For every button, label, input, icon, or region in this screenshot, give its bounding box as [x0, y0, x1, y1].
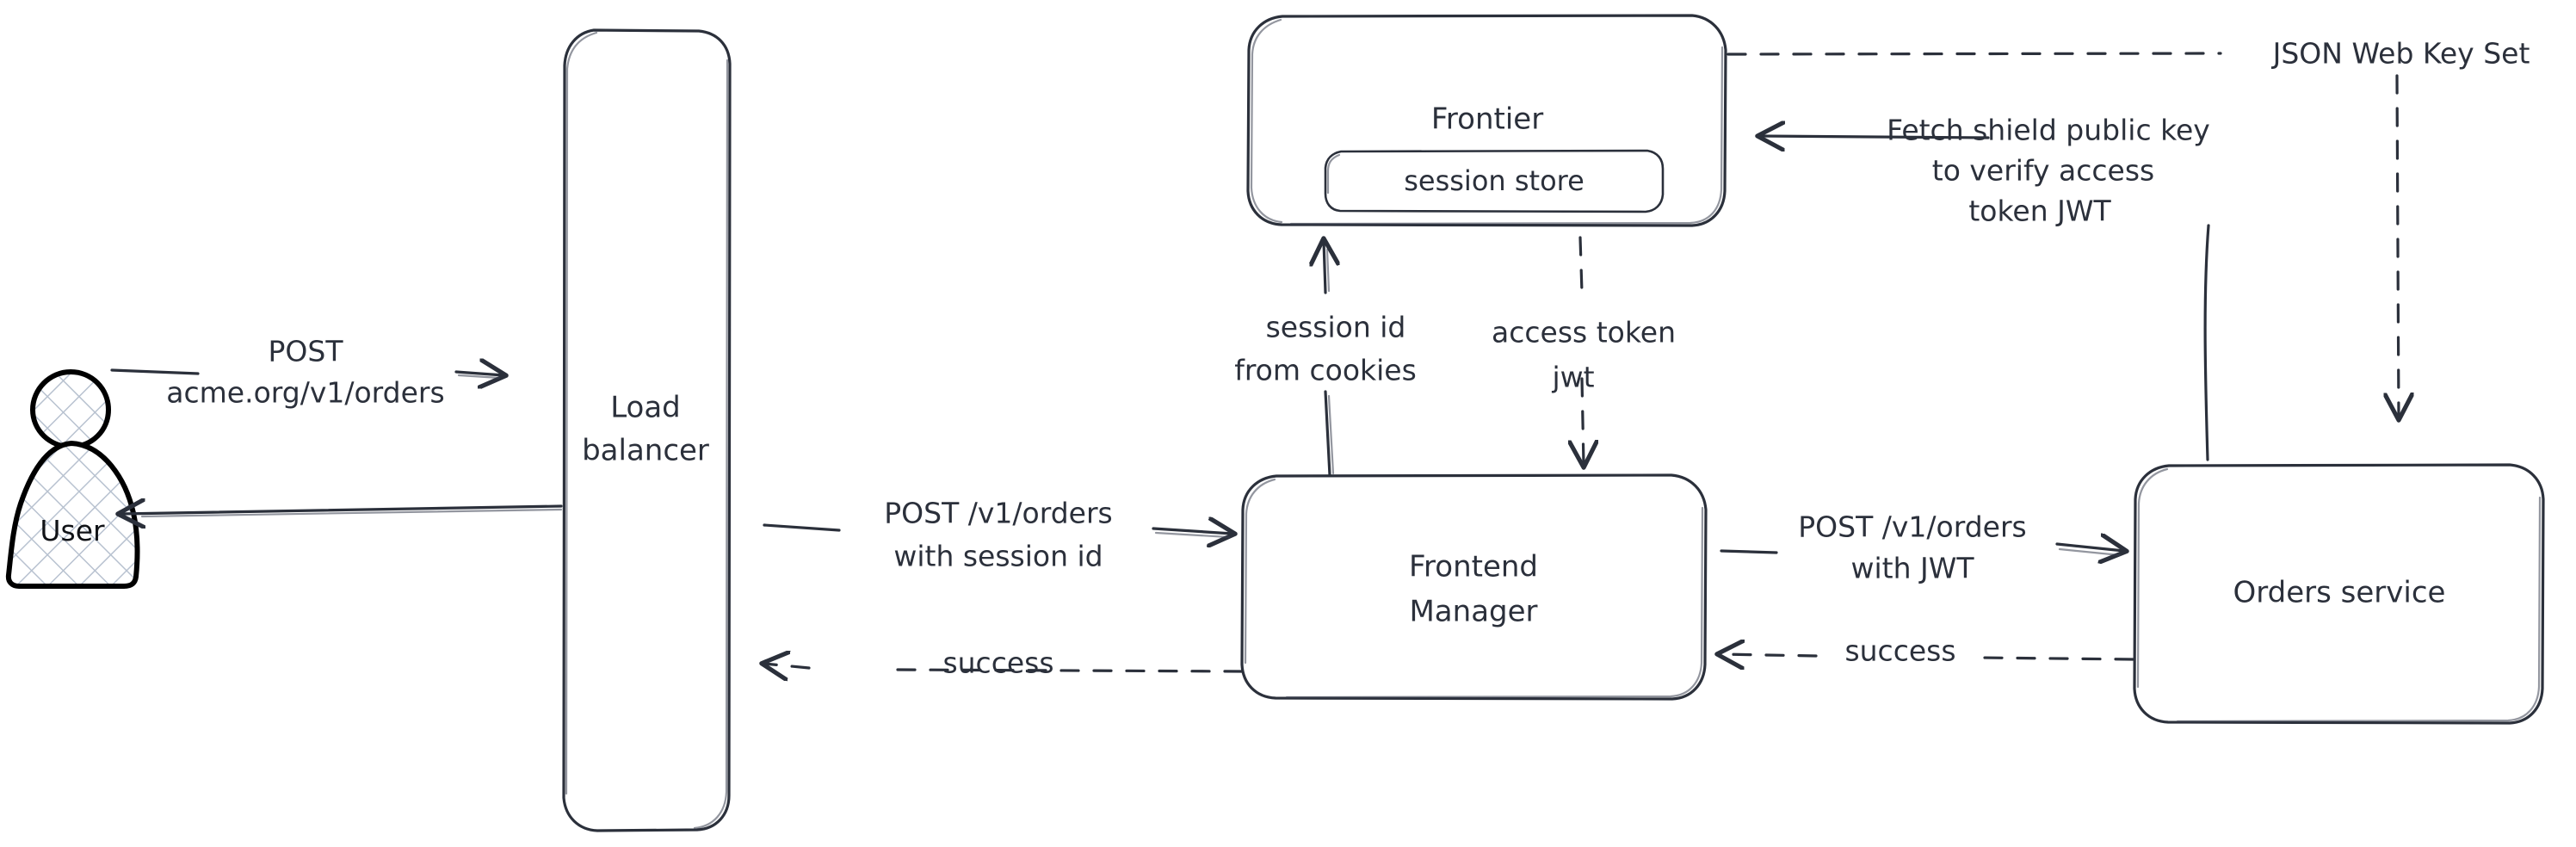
edge-user-lb-label-line2: acme.org/v1/orders: [166, 376, 444, 410]
load-balancer-label-line1: Load: [610, 391, 681, 425]
edge-frontier-fm-label-line2: jwt: [1551, 361, 1594, 394]
edge-frontier-to-orders-jwks: JSON Web Key Set: [1727, 37, 2530, 418]
user-actor: User: [5, 368, 140, 589]
edge-user-lb-label-line1: POST: [269, 335, 344, 368]
node-orders-service[interactable]: Orders service: [2133, 463, 2545, 725]
edge-fm-orders-label-line2: with JWT: [1850, 552, 1974, 585]
edge-frontier-fm-label-line1: access token: [1492, 316, 1676, 349]
edge-fetch-label-line2: to verify access: [1932, 154, 2154, 188]
edge-lb-to-frontend-manager: POST /v1/orders with session id: [763, 497, 1232, 573]
node-frontier[interactable]: Frontier session store: [1246, 14, 1727, 227]
person-icon: [5, 368, 140, 589]
edge-frontend-manager-to-orders: POST /v1/orders with JWT: [1720, 510, 2124, 585]
frontend-manager-label-line2: Manager: [1409, 595, 1537, 629]
edge-fm-lb-success-label: success: [942, 646, 1053, 680]
node-load-balancer[interactable]: Load balancer: [562, 28, 732, 832]
node-frontend-manager[interactable]: Frontend Manager: [1240, 473, 1708, 701]
edge-fm-frontier-label-line1: session id: [1266, 311, 1406, 344]
frontier-label: Frontier: [1431, 102, 1543, 137]
edge-frontier-to-fm: access token jwt: [1492, 236, 1676, 465]
session-store-label: session store: [1404, 164, 1585, 197]
node-session-store[interactable]: session store: [1324, 149, 1665, 213]
frontend-manager-label-line1: Frontend: [1409, 550, 1538, 584]
edge-fm-to-frontier: session id from cookies: [1234, 241, 1417, 477]
edge-user-to-load-balancer: POST acme.org/v1/orders: [110, 335, 503, 410]
load-balancer-label-line2: balancer: [582, 434, 709, 468]
edge-load-balancer-to-user: [120, 506, 563, 516]
user-label: User: [40, 514, 105, 547]
edge-orders-fm-success-label: success: [1844, 634, 1955, 668]
orders-service-label: Orders service: [2233, 576, 2446, 610]
edge-lb-fm-label-line2: with session id: [893, 540, 1103, 573]
edge-fm-orders-label-line1: POST /v1/orders: [1798, 510, 2026, 544]
edge-jwks-label: JSON Web Key Set: [2271, 37, 2530, 71]
edge-orders-to-frontier-fetch: Fetch shield public key to verify access…: [1760, 114, 2210, 461]
edge-orders-to-frontend-manager: success: [1720, 634, 2134, 668]
edge-fm-frontier-label-line2: from cookies: [1234, 354, 1417, 387]
edge-fetch-label-line1: Fetch shield public key: [1887, 114, 2210, 147]
edge-fetch-label-line3: token JWT: [1968, 195, 2111, 228]
edge-frontend-manager-to-lb: success: [764, 646, 1244, 680]
edge-lb-fm-label-line1: POST /v1/orders: [884, 497, 1112, 530]
